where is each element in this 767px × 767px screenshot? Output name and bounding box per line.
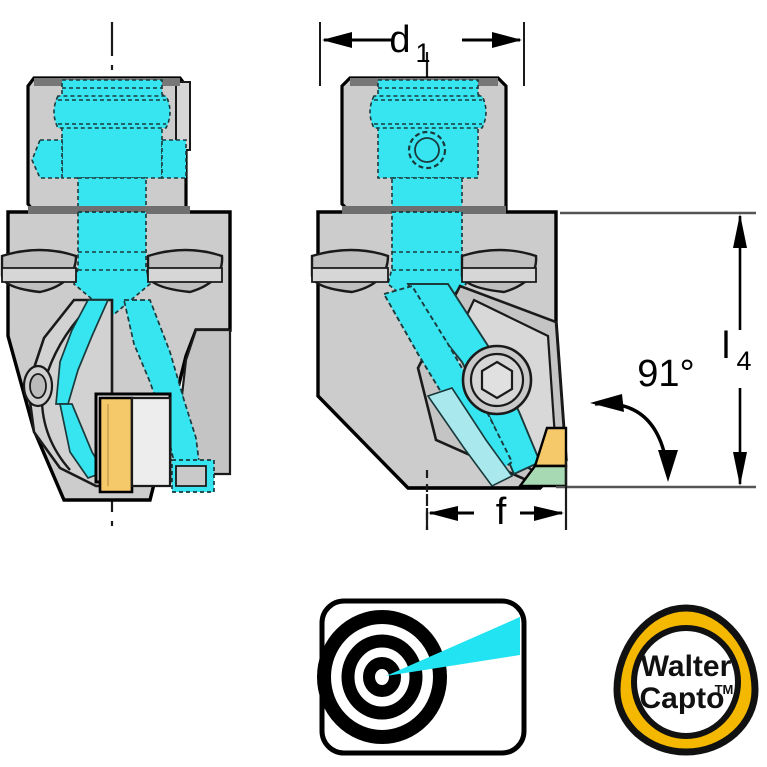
target-ring-mid bbox=[341, 634, 423, 720]
right-clamp-recess-left bbox=[310, 248, 390, 294]
right-shank-coolant-bulge bbox=[369, 95, 487, 129]
clamp-screw-hex-socket bbox=[480, 360, 514, 400]
shank-right-step bbox=[175, 81, 191, 151]
coolant-outlet-step bbox=[175, 465, 207, 487]
l4-arrow-bottom bbox=[733, 452, 747, 486]
precision-coolant-icon bbox=[317, 598, 527, 756]
capto-logo-line1: Walter bbox=[641, 650, 732, 683]
nose-screw-inner bbox=[29, 373, 47, 399]
d1-label: d bbox=[389, 19, 410, 61]
clamp-screw bbox=[461, 344, 533, 416]
shank-coolant-pocket-right bbox=[161, 139, 187, 179]
left-capto-shank bbox=[26, 76, 191, 214]
d1-subscript: 1 bbox=[415, 38, 430, 68]
dimension-l4: l 4 bbox=[556, 211, 756, 489]
right-body-block bbox=[310, 206, 568, 490]
clamp-recess-right-slot bbox=[147, 267, 223, 283]
angle-arc bbox=[594, 401, 670, 475]
right-clamp-recess-right-slot bbox=[461, 267, 537, 283]
angle-arrow-start bbox=[590, 394, 624, 412]
d1-arrow-right bbox=[492, 32, 522, 48]
shank-coolant-core bbox=[55, 79, 169, 179]
shank-coolant-bulge bbox=[53, 95, 171, 129]
body-coolant-duct bbox=[73, 211, 151, 318]
dimension-f: f bbox=[425, 460, 568, 533]
right-front-view bbox=[310, 52, 568, 530]
left-side-view bbox=[0, 22, 232, 530]
coolant-icon-target-rings bbox=[317, 610, 447, 744]
f-arrow-right bbox=[534, 506, 564, 521]
angle-label: 91° bbox=[637, 353, 694, 395]
l4-arrow-top bbox=[733, 214, 747, 248]
body-clamp-recess-right bbox=[146, 248, 224, 294]
dimension-d1: d 1 bbox=[319, 19, 525, 86]
l4-label: l bbox=[722, 325, 730, 367]
shank-coolant-pocket-left bbox=[31, 139, 63, 179]
capto-logo-line2: Capto bbox=[640, 682, 725, 715]
f-arrow-left bbox=[428, 506, 458, 521]
clamp-recess-left-slot bbox=[1, 267, 77, 283]
right-clamp-recess-right bbox=[460, 248, 538, 294]
f-label: f bbox=[496, 491, 507, 533]
body-clamp-recess-left bbox=[0, 248, 78, 294]
l4-subscript: 4 bbox=[736, 346, 751, 376]
capto-logo-inner-circle bbox=[631, 625, 741, 739]
capto-logo-trademark: TM bbox=[715, 682, 734, 697]
walter-capto-logo: Walter Capto TM bbox=[613, 604, 759, 756]
left-body-block bbox=[0, 206, 232, 502]
right-shank-coolant-duct bbox=[391, 177, 463, 213]
target-ring-outer bbox=[317, 610, 447, 744]
right-shank-coolant-core bbox=[371, 79, 485, 179]
angle-arrow-end bbox=[658, 450, 678, 482]
shank-center-bore-inner bbox=[414, 137, 440, 163]
insert-shim-left-view bbox=[130, 396, 172, 488]
shank-center-bore bbox=[407, 130, 447, 170]
right-coolant-arm-pale bbox=[426, 387, 514, 488]
right-capto-shank bbox=[340, 76, 508, 214]
dimension-angle-91: 91° bbox=[590, 353, 695, 482]
target-ring-inner bbox=[363, 657, 401, 697]
right-body-top-band bbox=[342, 206, 506, 214]
body-top-band bbox=[28, 206, 190, 214]
coolant-jet bbox=[386, 617, 520, 676]
carbide-insert-left-view bbox=[98, 396, 134, 494]
right-clamp-recess-left-slot bbox=[311, 267, 389, 283]
nose-screw-boss bbox=[22, 364, 54, 408]
d1-arrow-left bbox=[322, 32, 352, 48]
